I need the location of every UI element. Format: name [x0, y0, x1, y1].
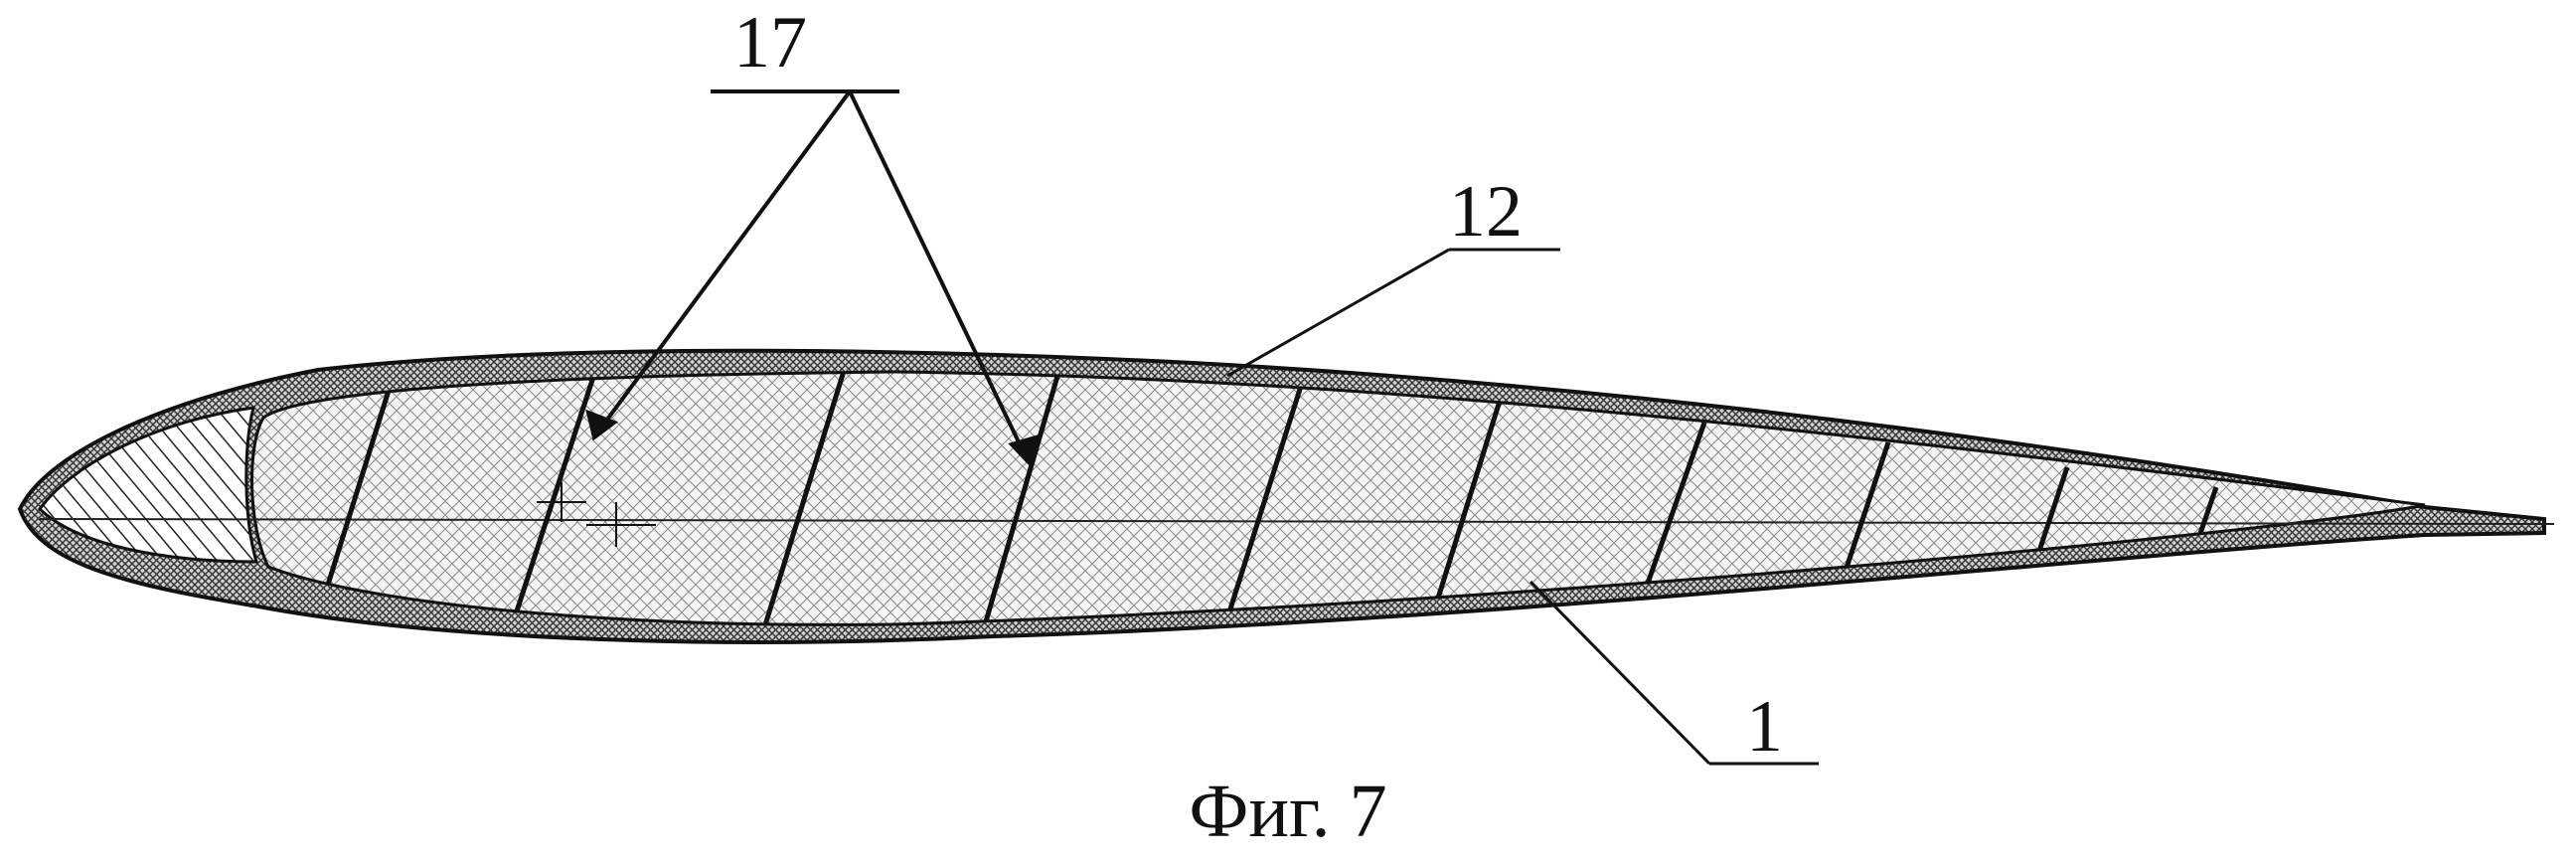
chord-line [39, 518, 2555, 525]
rib [315, 377, 396, 617]
rib [1642, 422, 1707, 593]
rib [1841, 441, 1891, 578]
leader-12 [1226, 248, 1560, 378]
figure-caption: Фиг. 7 [1189, 770, 1387, 853]
center-markers [537, 482, 656, 547]
rib [2034, 466, 2070, 558]
inner-core-1 [250, 370, 2426, 626]
rib [981, 372, 1061, 625]
leading-edge-insert [38, 406, 258, 564]
ribs-group [315, 372, 2219, 625]
callout-label-ribs: 17 [733, 2, 807, 84]
leader-1 [1529, 580, 1819, 766]
rib [1433, 397, 1504, 606]
leader-17 [585, 89, 1039, 468]
rib [509, 372, 599, 625]
rib [760, 372, 848, 625]
callout-label-shell: 12 [1449, 171, 1523, 253]
callout-label-core: 1 [1746, 686, 1783, 768]
rib [1224, 382, 1305, 619]
